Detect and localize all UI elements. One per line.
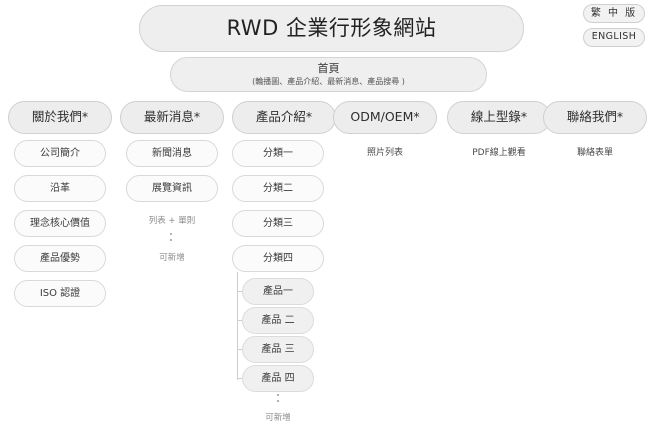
ellipsis-news — [170, 233, 172, 241]
nav-item-odm-oem[interactable]: ODM/OEM* — [333, 101, 437, 134]
note-odm-photo-list: 照片列表 — [366, 148, 403, 158]
sub-item-product-advantage[interactable]: 產品優勢 — [14, 245, 106, 272]
sub-item-category-3[interactable]: 分類三 — [232, 210, 324, 237]
node-home-description: (輪播圖、產品介紹、最新消息、產品搜尋 ) — [252, 77, 405, 87]
sub-item-history[interactable]: 沿革 — [14, 175, 106, 202]
sub-item-category-4[interactable]: 分類四 — [232, 245, 324, 272]
note-catalog-pdf: PDF線上觀看 — [472, 148, 526, 158]
product-item-3[interactable]: 產品 三 — [242, 336, 314, 363]
product-item-2[interactable]: 產品 二 — [242, 307, 314, 334]
note-products-expandable: 可新增 — [265, 413, 291, 423]
nav-item-about[interactable]: 關於我們* — [8, 101, 112, 134]
sub-item-iso-certification[interactable]: ISO 認證 — [14, 280, 106, 307]
ellipsis-products — [277, 394, 279, 402]
language-button-traditional-chinese[interactable]: 繁 中 版 — [583, 4, 645, 23]
nav-item-contact[interactable]: 聯絡我們* — [543, 101, 647, 134]
sub-item-core-values[interactable]: 理念核心價值 — [14, 210, 106, 237]
nav-item-news[interactable]: 最新消息* — [120, 101, 224, 134]
node-home[interactable]: 首頁 (輪播圖、產品介紹、最新消息、產品搜尋 ) — [170, 57, 487, 92]
sub-item-exhibition-info[interactable]: 展覽資訊 — [126, 175, 218, 202]
sub-item-company-profile[interactable]: 公司簡介 — [14, 140, 106, 167]
note-contact-form: 聯絡表單 — [576, 148, 613, 158]
note-news-expandable: 可新增 — [159, 253, 185, 263]
sub-item-category-2[interactable]: 分類二 — [232, 175, 324, 202]
sub-item-news-articles[interactable]: 新聞消息 — [126, 140, 218, 167]
connector-vertical-products — [237, 272, 238, 380]
language-button-english[interactable]: ENGLISH — [583, 28, 645, 47]
product-item-1[interactable]: 產品一 — [242, 278, 314, 305]
sub-item-category-1[interactable]: 分類一 — [232, 140, 324, 167]
note-news-list-detail: 列表 + 單則 — [148, 216, 196, 226]
nav-item-catalog[interactable]: 線上型錄* — [447, 101, 551, 134]
product-item-4[interactable]: 產品 四 — [242, 365, 314, 392]
nav-item-products[interactable]: 產品介紹* — [232, 101, 336, 134]
node-home-label: 首頁 — [317, 61, 340, 75]
site-title: RWD 企業行形象網站 — [139, 5, 524, 52]
